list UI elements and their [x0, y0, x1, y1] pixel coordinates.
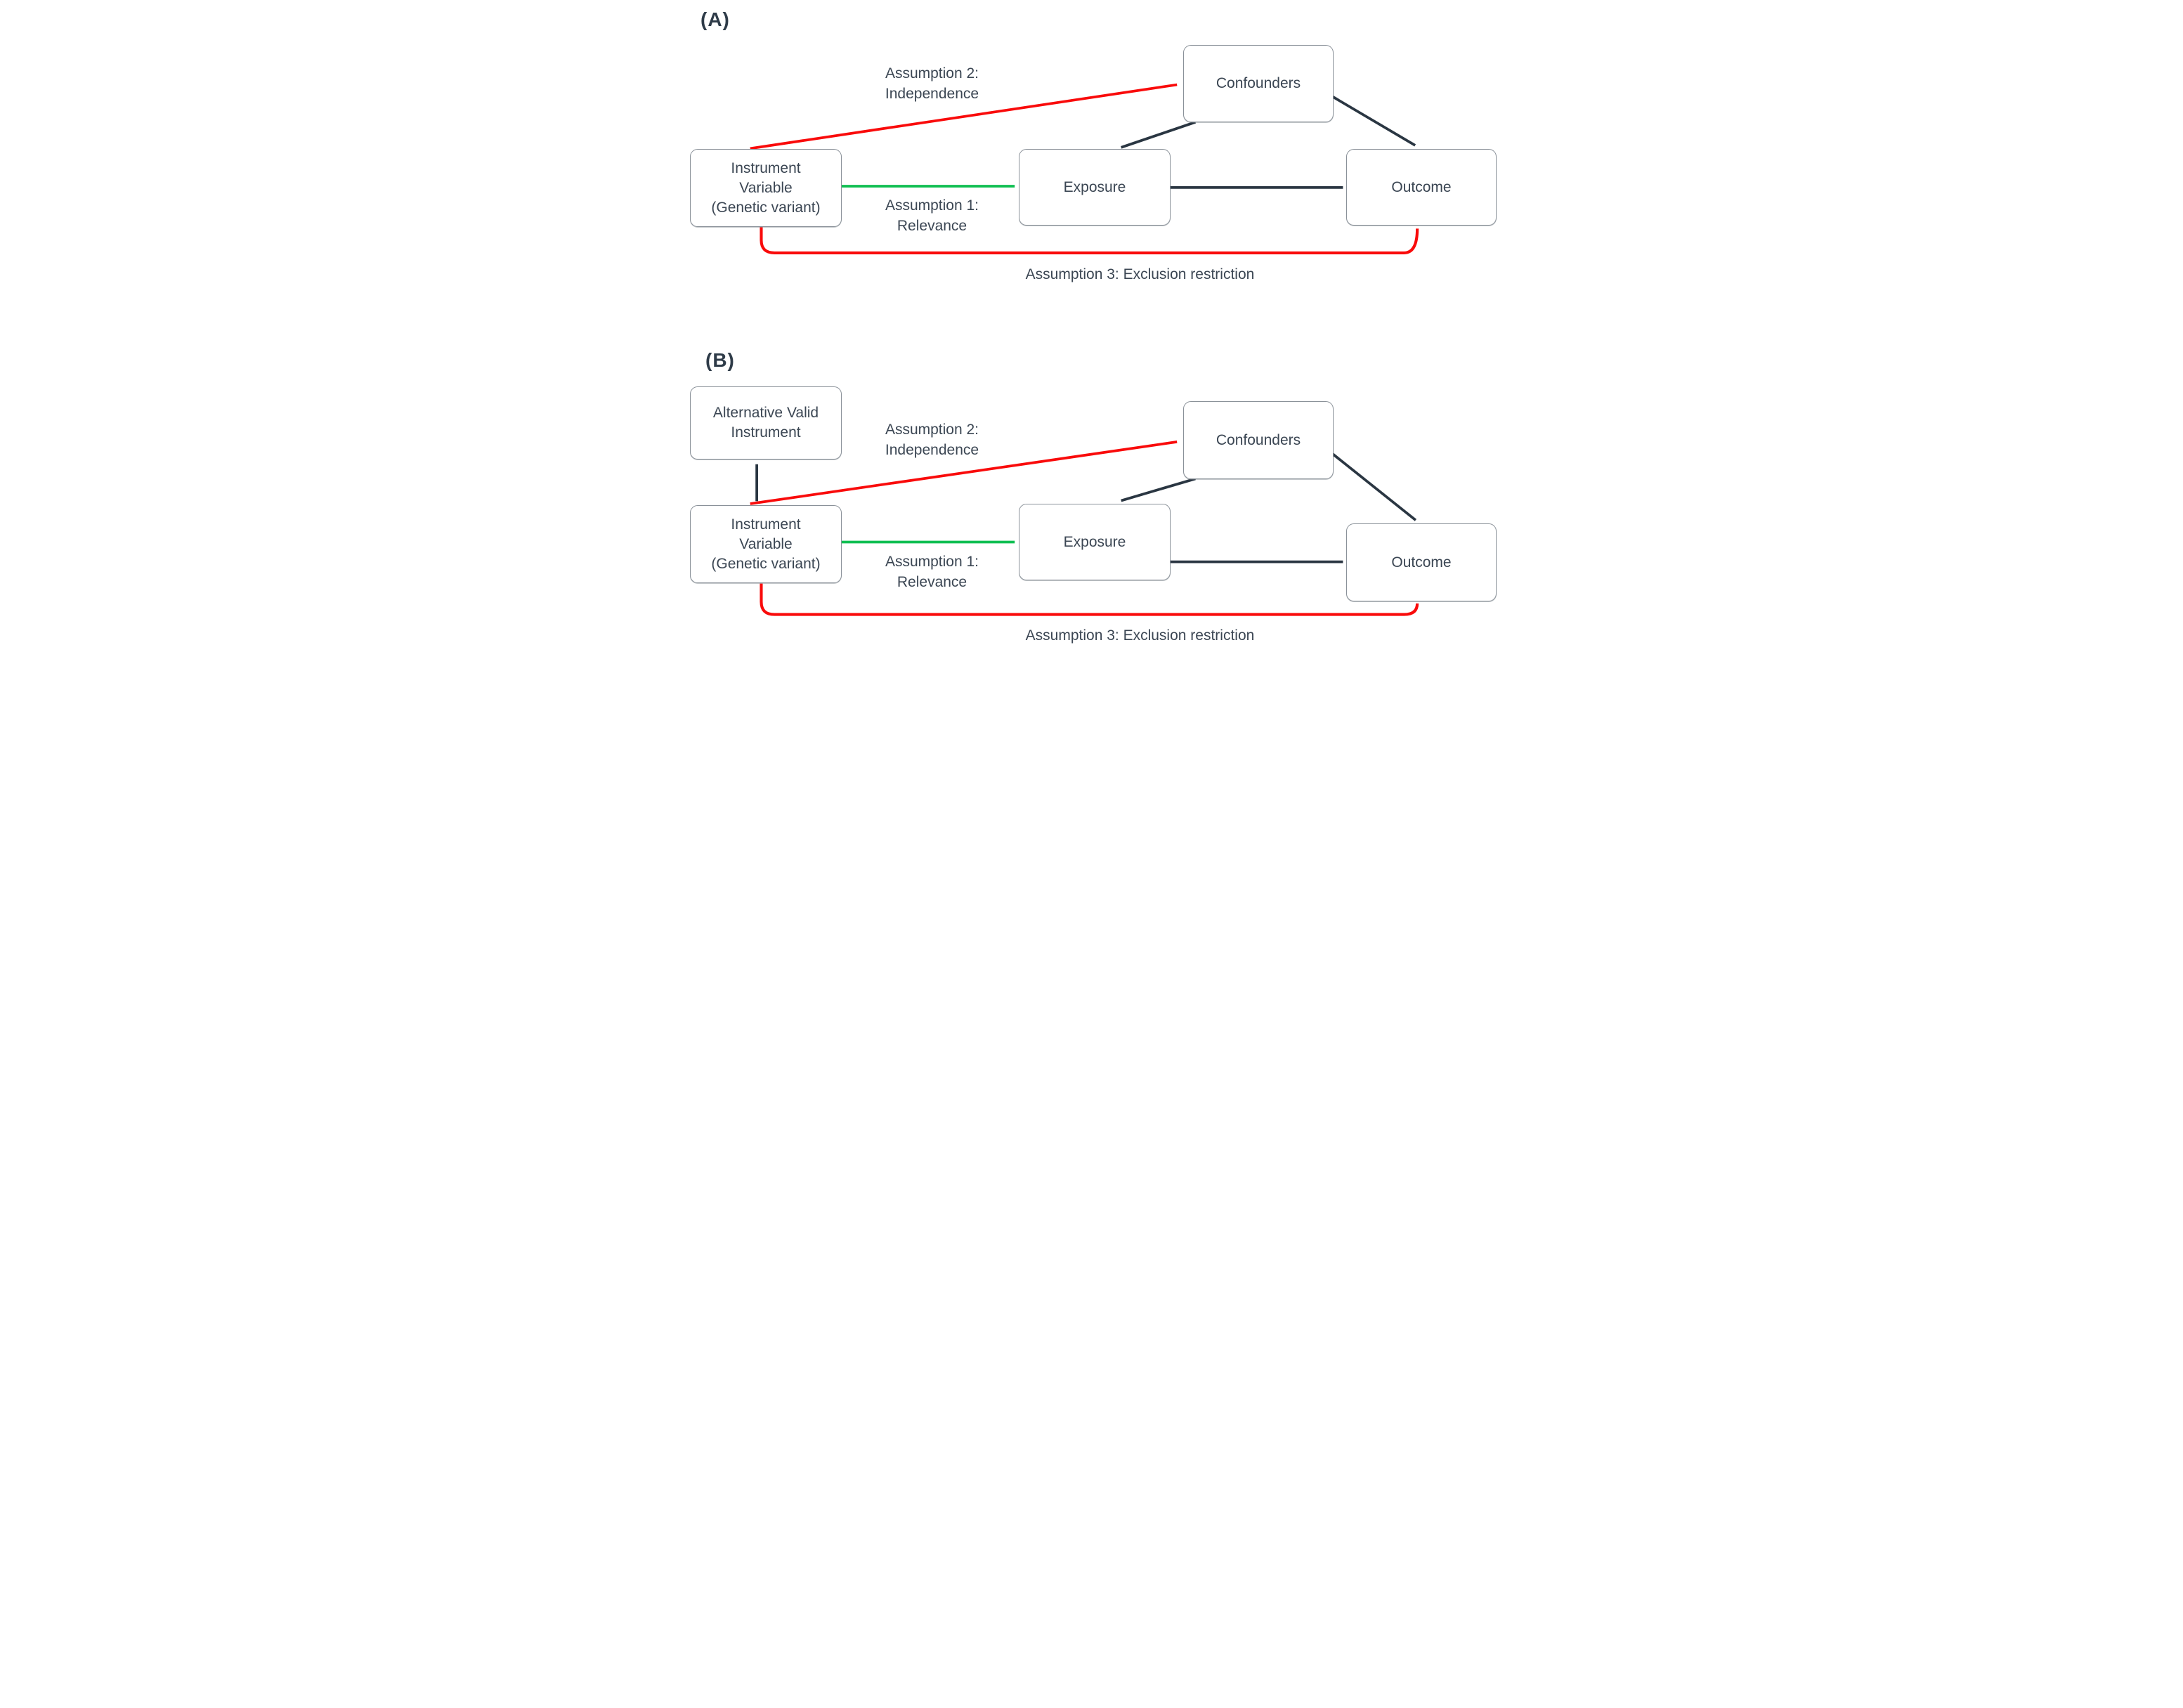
label-assumption2-a: Assumption 2: Independence [853, 63, 1011, 104]
node-instrument-variable-b: Instrument Variable (Genetic variant) [690, 505, 842, 583]
node-exposure-a: Exposure [1019, 149, 1171, 226]
node-label: (Genetic variant) [711, 199, 821, 216]
arrow-independence-a [750, 83, 1178, 150]
node-outcome-a: Outcome [1346, 149, 1497, 226]
node-label: Variable [739, 535, 793, 552]
arrow-confounders-exposure-b [1121, 477, 1196, 502]
label-assumption2-b: Assumption 2: Independence [853, 419, 1011, 460]
annotation-line: Relevance [897, 574, 967, 590]
node-label: Confounders [1216, 75, 1301, 91]
arrow-confounders-outcome-a [1331, 95, 1416, 147]
node-label: (Genetic variant) [711, 555, 821, 572]
annotation-line: Assumption 3: Exclusion restriction [1025, 627, 1255, 644]
annotation-line: Independence [885, 442, 979, 458]
label-assumption3-b: Assumption 3: Exclusion restriction [1008, 625, 1272, 646]
annotation-line: Assumption 2: [885, 65, 979, 82]
label-assumption1-b: Assumption 1: Relevance [853, 552, 1011, 592]
node-label: Instrument [731, 424, 801, 441]
node-instrument-variable-a: Instrument Variable (Genetic variant) [690, 149, 842, 227]
annotation-line: Assumption 3: Exclusion restriction [1025, 266, 1255, 282]
label-assumption1-a: Assumption 1: Relevance [853, 195, 1011, 236]
label-assumption3-a: Assumption 3: Exclusion restriction [1008, 264, 1272, 285]
node-label: Confounders [1216, 431, 1301, 448]
annotation-line: Independence [885, 86, 979, 102]
annotation-line: Assumption 1: [885, 197, 979, 214]
arrow-confounders-outcome-b [1331, 452, 1417, 521]
node-label: Exposure [1063, 178, 1126, 195]
node-label: Outcome [1391, 554, 1452, 571]
arrow-independence-b [750, 441, 1178, 505]
node-label: Instrument [731, 159, 801, 176]
panel-b-label: (B) [705, 349, 735, 371]
node-label: Outcome [1391, 178, 1452, 195]
node-label: Variable [739, 179, 793, 196]
arrow-exclusion-restriction-a [760, 227, 1419, 254]
panel-a-label: (A) [700, 8, 730, 30]
node-label: Exposure [1063, 533, 1126, 550]
node-label: Alternative Valid [712, 405, 819, 421]
dag-figure: (A) Instrument Variable (Genetic variant… [682, 6, 1501, 646]
node-label: Instrument [731, 516, 801, 533]
arrows-layer [750, 83, 1419, 616]
arrow-confounders-exposure-a [1121, 121, 1197, 149]
node-exposure-b: Exposure [1019, 504, 1171, 580]
node-outcome-b: Outcome [1346, 523, 1497, 601]
node-confounders-b: Confounders [1183, 401, 1334, 479]
arrow-exclusion-restriction-b [760, 583, 1419, 616]
annotation-line: Assumption 1: [885, 554, 979, 570]
annotation-line: Relevance [897, 218, 967, 234]
node-confounders-a: Confounders [1183, 45, 1334, 122]
annotation-line: Assumption 2: [885, 422, 979, 438]
node-alternative-valid-instrument-b: Alternative Valid Instrument [690, 386, 842, 459]
